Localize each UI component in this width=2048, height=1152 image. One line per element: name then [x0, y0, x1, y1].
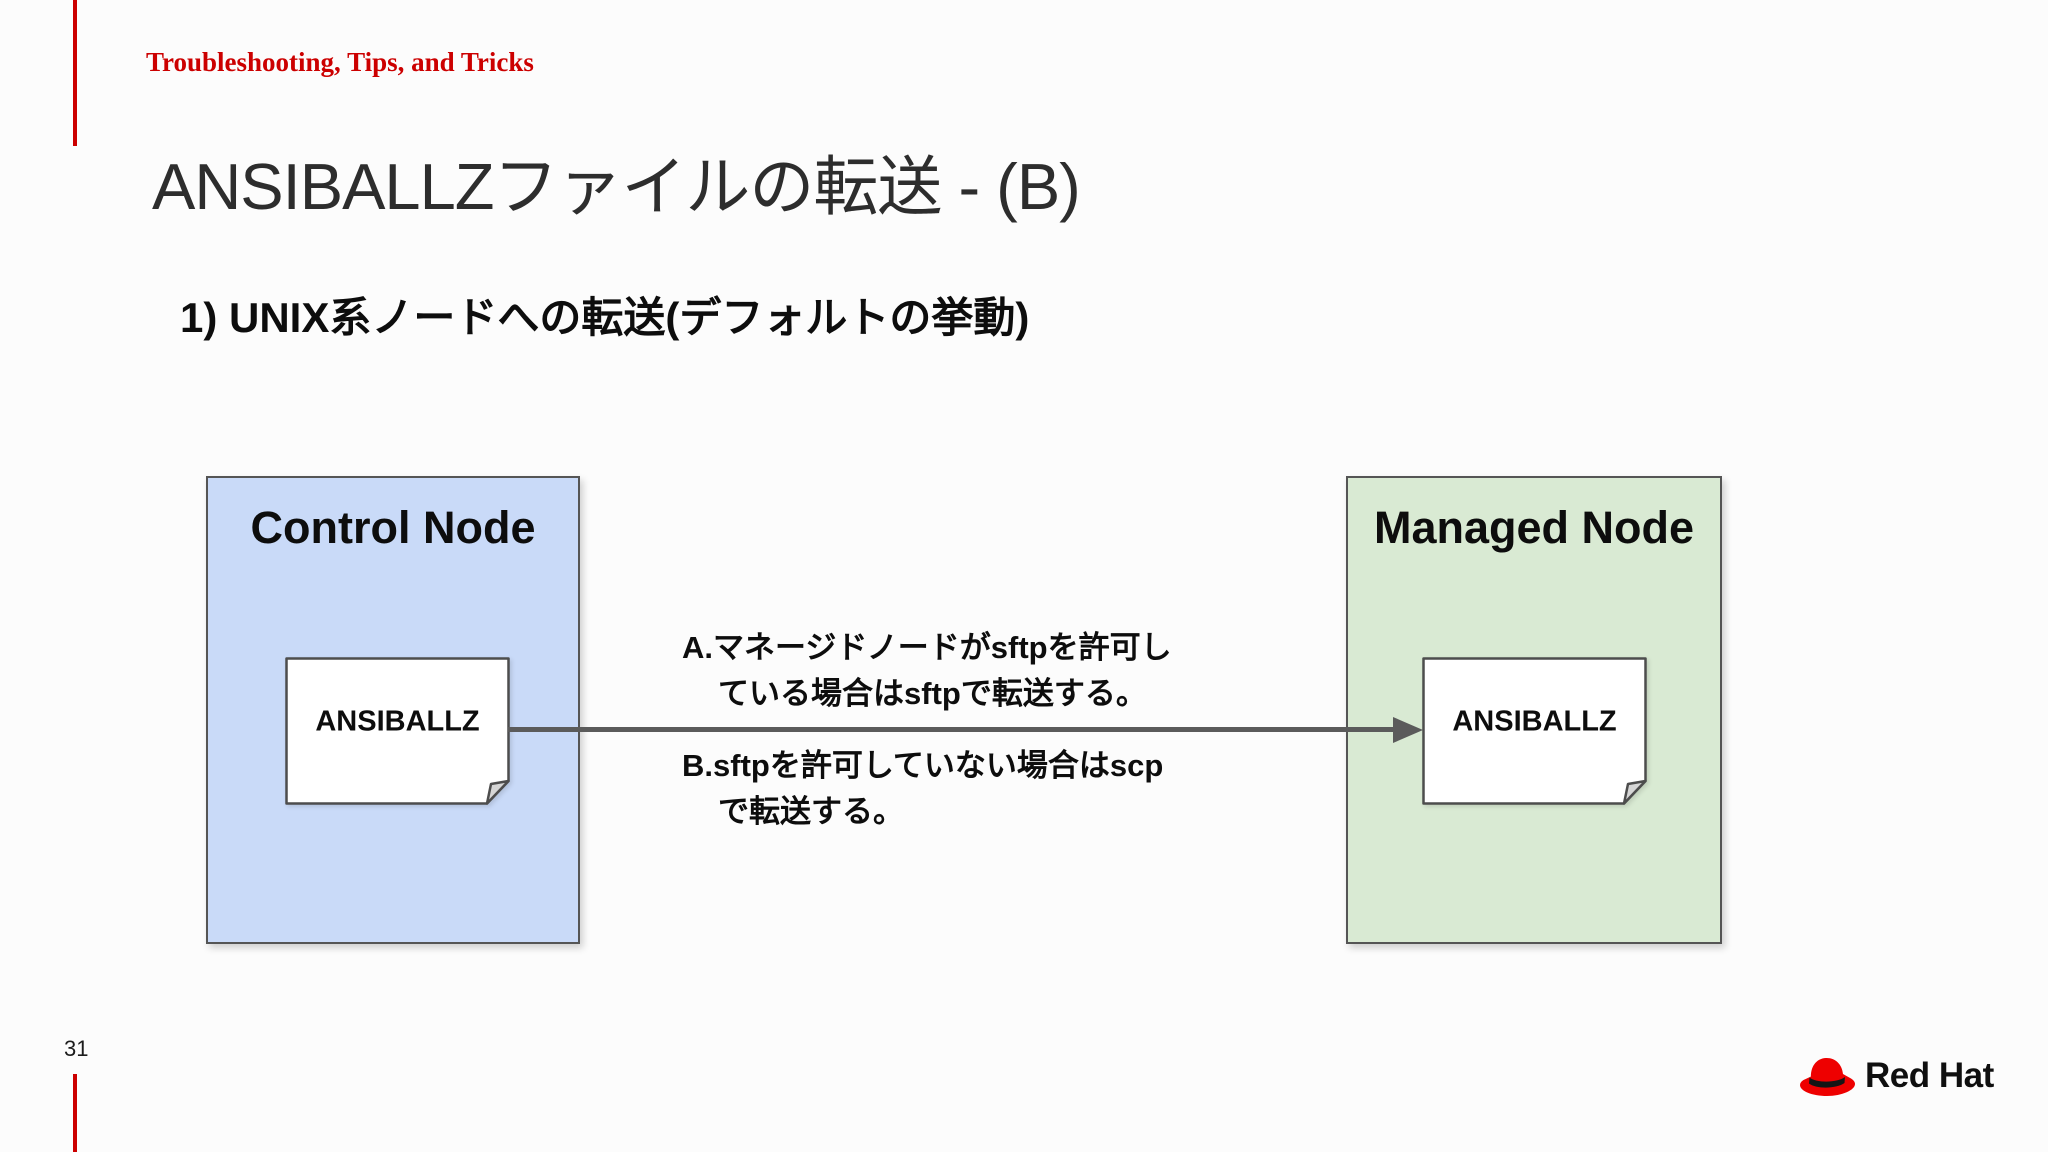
- note-b-line1: B.sftpを許可していない場合はscp: [682, 748, 1164, 783]
- note-a-line1: A.マネージドノードがsftpを許可し: [682, 630, 1172, 665]
- managed-node-label: Managed Node: [1373, 502, 1695, 553]
- transfer-note-a: A.マネージドノードがsftpを許可し ている場合はsftpで転送する。: [682, 625, 1172, 717]
- note-b-line2: で転送する。: [718, 794, 904, 829]
- document-icon: [285, 657, 510, 805]
- control-node-label: Control Node: [250, 502, 536, 553]
- transfer-note-b: B.sftpを許可していない場合はscp で転送する。: [682, 743, 1163, 835]
- control-node-box: Control Node ANSIBALLZ: [206, 476, 580, 944]
- page-number: 31: [64, 1036, 89, 1061]
- redhat-logo-text: Red Hat: [1865, 1056, 1994, 1095]
- redhat-logo: Red Hat: [1797, 1051, 1994, 1101]
- ansiballz-file-control: ANSIBALLZ: [285, 657, 510, 805]
- ansiballz-label: ANSIBALLZ: [315, 705, 480, 738]
- managed-node-box: Managed Node ANSIBALLZ: [1346, 476, 1722, 944]
- ansiballz-file-managed: ANSIBALLZ: [1422, 657, 1647, 805]
- page-title: ANSIBALLZファイルの転送 - (B): [152, 150, 1081, 223]
- top-accent-line: [73, 0, 77, 146]
- section-header: Troubleshooting, Tips, and Tricks: [146, 47, 534, 77]
- slide-subtitle: 1) UNIX系ノードへの転送(デフォルトの挙動): [180, 294, 1030, 341]
- redhat-fedora-icon: [1800, 1057, 1855, 1096]
- document-icon: [1422, 657, 1647, 805]
- transfer-arrow-line: [508, 727, 1394, 732]
- ansiballz-label: ANSIBALLZ: [1452, 705, 1617, 738]
- note-a-line2: ている場合はsftpで転送する。: [718, 676, 1147, 711]
- bottom-accent-line: [73, 1074, 77, 1152]
- transfer-arrow-head-icon: [1393, 717, 1423, 743]
